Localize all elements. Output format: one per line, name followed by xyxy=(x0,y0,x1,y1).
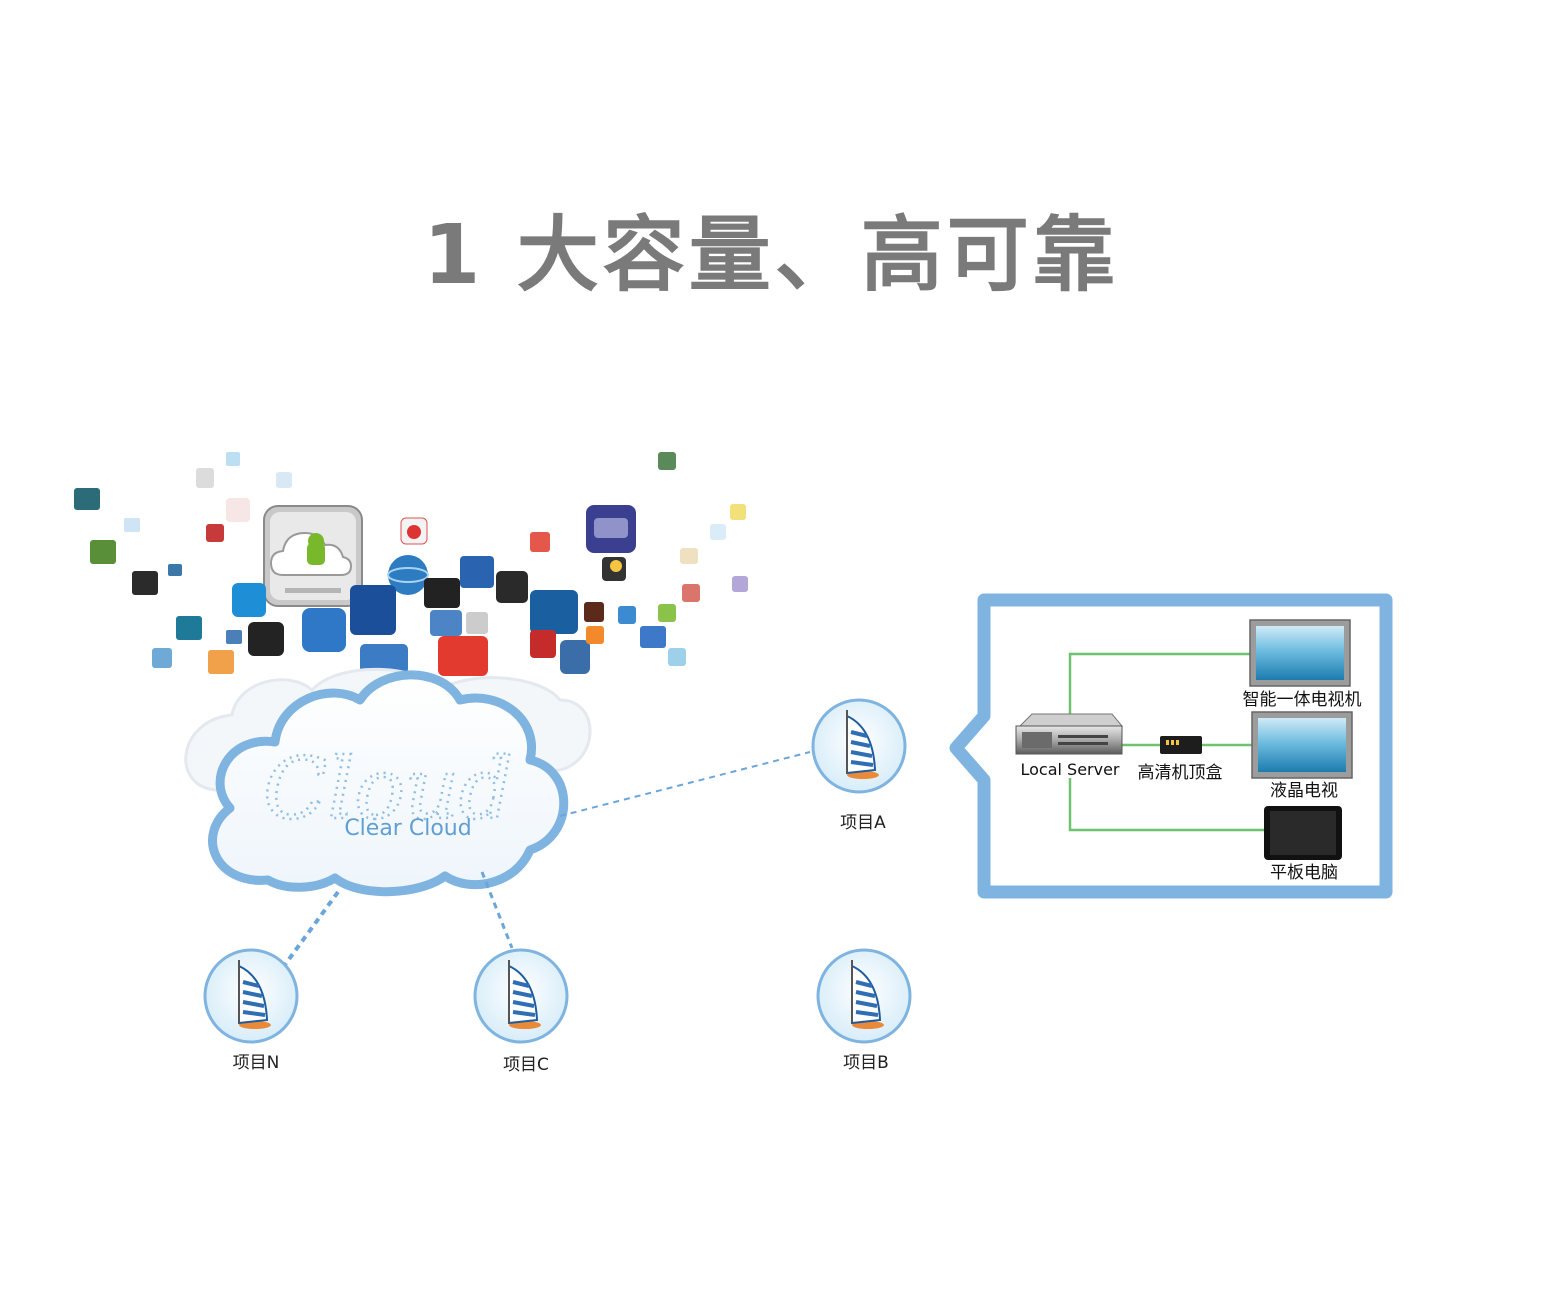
app-icon xyxy=(438,636,488,676)
server-icon xyxy=(1015,713,1124,755)
app-icon xyxy=(682,584,700,602)
page-title: 1 大容量、高可靠 xyxy=(423,208,1119,303)
clear-cloud: Cloud Clear Cloud xyxy=(184,667,592,897)
app-icon xyxy=(496,571,528,603)
app-icon xyxy=(584,602,604,622)
app-icon xyxy=(732,576,748,592)
weibo-icon xyxy=(400,517,428,545)
weather-icon xyxy=(602,557,626,581)
shop-icon xyxy=(530,590,578,634)
project-label-n: 项目N xyxy=(232,1053,280,1073)
game-icon xyxy=(132,571,158,595)
app-icon xyxy=(226,498,250,522)
tablet-icon xyxy=(1264,806,1342,860)
app-icon xyxy=(206,524,224,542)
project-node-n xyxy=(203,948,299,1044)
app-icon xyxy=(168,564,182,576)
app-icon xyxy=(466,612,488,634)
android-cloud-icon xyxy=(263,505,363,607)
app-icon xyxy=(124,518,140,532)
app-icon xyxy=(360,644,408,674)
set-top-box-icon xyxy=(1160,736,1202,754)
connector-a xyxy=(559,751,811,817)
tablet-label: 平板电脑 xyxy=(1270,863,1338,883)
app-icon xyxy=(530,532,550,552)
smart-tv-label: 智能一体电视机 xyxy=(1243,690,1362,710)
app-icon xyxy=(560,640,590,674)
app-icon xyxy=(530,630,556,658)
app-icon xyxy=(424,578,460,608)
chat-icon xyxy=(232,583,266,617)
app-icon xyxy=(618,606,636,624)
app-icon xyxy=(586,626,604,644)
app-icon xyxy=(302,608,346,652)
lcd-tv-icon xyxy=(1251,711,1353,779)
map-icon xyxy=(90,540,116,564)
app-icon xyxy=(680,548,698,564)
photo-icon xyxy=(74,488,100,510)
app-icon xyxy=(430,610,462,636)
app-icon xyxy=(226,630,242,644)
cloud-connectors xyxy=(282,751,811,968)
set-top-box-label: 高清机顶盒 xyxy=(1138,763,1223,783)
app-icon xyxy=(208,650,234,674)
project-label-a: 项目A xyxy=(840,813,886,833)
green-wiring xyxy=(1068,652,1266,832)
cloud-script-text: Cloud xyxy=(263,740,513,838)
app-icon xyxy=(658,452,676,470)
app-icon xyxy=(668,648,686,666)
app-icon xyxy=(176,616,202,640)
app-icon xyxy=(350,585,396,635)
local-system-panel: Local Server 高清机顶盒 智能一体电视机 液晶电视 xyxy=(949,593,1393,899)
project-node-b xyxy=(816,948,912,1044)
smart-tv-icon xyxy=(1249,619,1351,687)
connector-n xyxy=(282,890,340,968)
lcd-tv-label: 液晶电视 xyxy=(1270,781,1338,801)
project-node-c xyxy=(473,948,569,1044)
video-icon xyxy=(586,505,636,553)
project-label-b: 项目B xyxy=(843,1053,889,1073)
app-icon xyxy=(248,622,284,656)
app-icon xyxy=(710,524,726,540)
cloud-brand-text: Clear Cloud xyxy=(344,816,471,841)
app-icon xyxy=(640,626,666,648)
app-icon xyxy=(152,648,172,668)
app-icon xyxy=(730,504,746,520)
browser-icon xyxy=(387,555,429,595)
project-label-c: 项目C xyxy=(503,1055,549,1075)
app-icon xyxy=(276,472,292,488)
app-icon-cluster xyxy=(74,452,748,676)
project-node-a xyxy=(811,698,907,794)
server-label: Local Server xyxy=(1020,760,1119,779)
app-icon xyxy=(196,468,214,488)
app-icon xyxy=(226,452,240,466)
app-icon xyxy=(658,604,676,622)
mail-icon xyxy=(460,556,494,588)
connector-c xyxy=(480,871,514,949)
